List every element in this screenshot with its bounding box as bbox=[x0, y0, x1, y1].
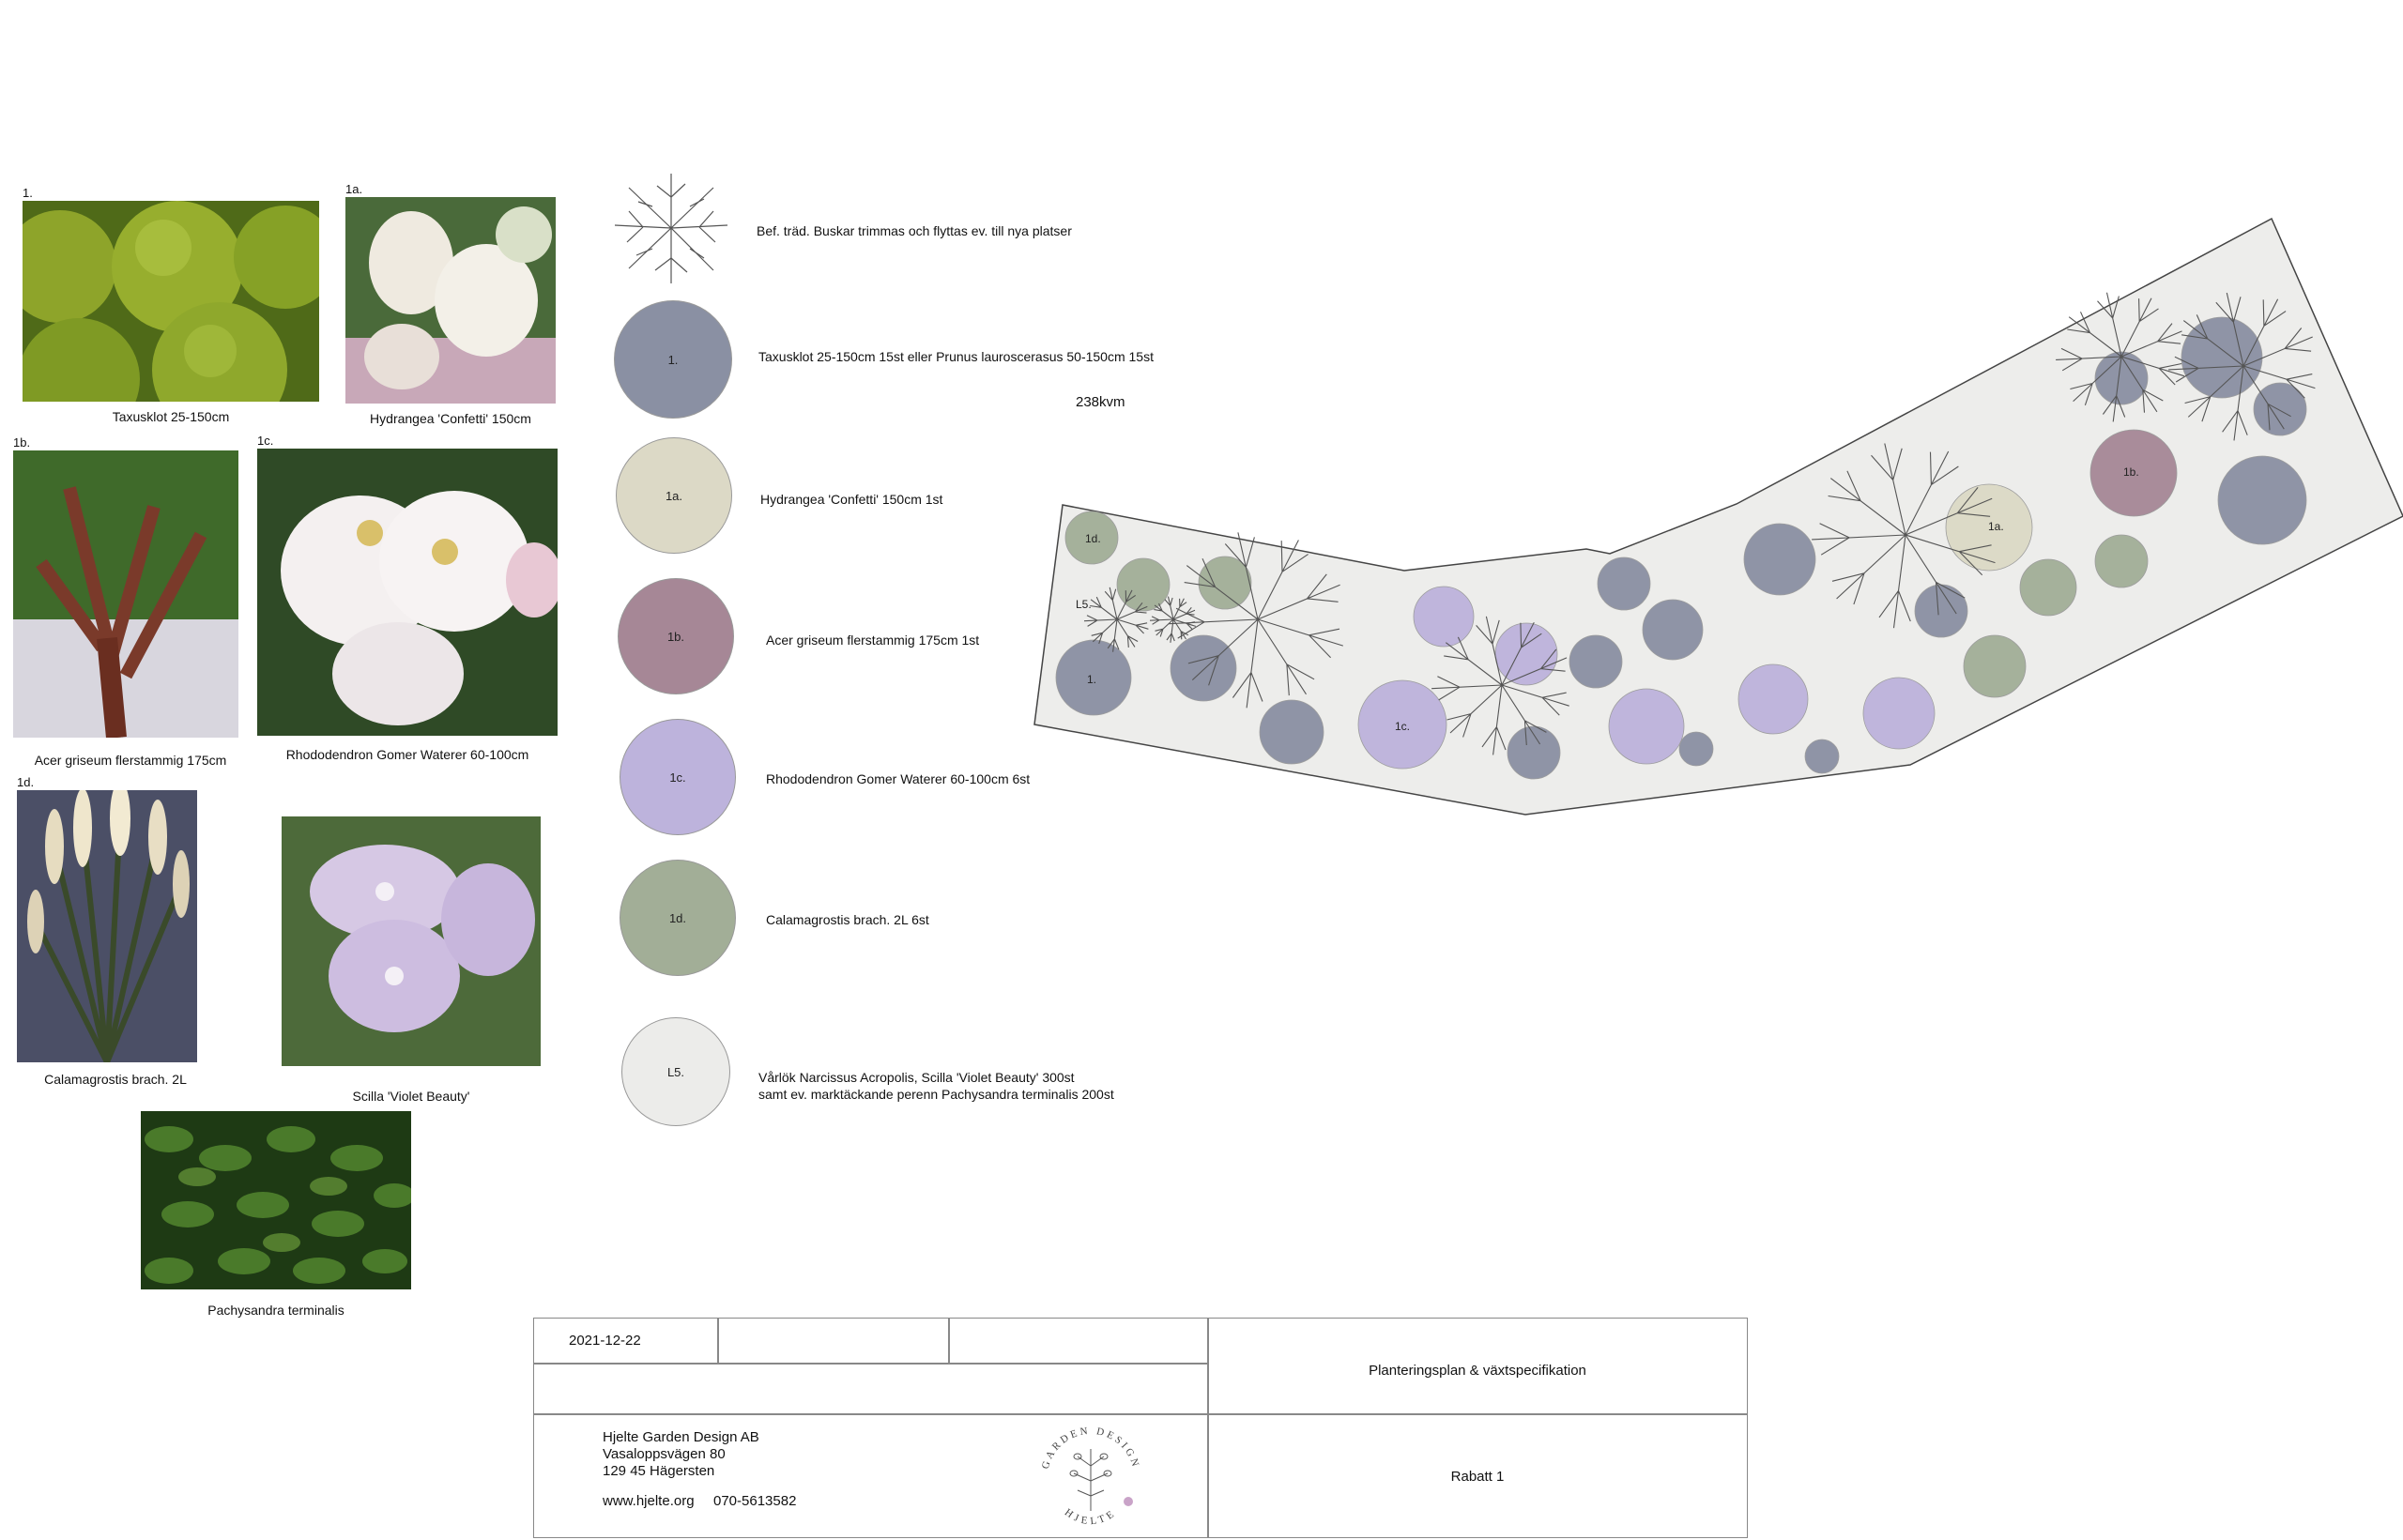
plan-label-l5: L5. bbox=[1076, 598, 1092, 611]
plan-label-1b: 1b. bbox=[2123, 465, 2139, 479]
photo-caption-1d: Calamagrostis brach. 2L bbox=[44, 1072, 187, 1087]
company-web: www.hjelte.org bbox=[603, 1493, 695, 1509]
legend-text-1b: Acer griseum flerstammig 175cm 1st bbox=[766, 633, 980, 648]
plan-label-1: 1. bbox=[1087, 673, 1096, 686]
plant-circle bbox=[2253, 382, 2307, 436]
plant-circle bbox=[1945, 483, 2033, 572]
legend-text-existing-tree: Bef. träd. Buskar trimmas och flyttas ev… bbox=[757, 223, 1072, 238]
plant-circle bbox=[1357, 679, 1447, 770]
legend-swatch-1b: 1b. bbox=[618, 578, 734, 694]
photo-taxus bbox=[23, 201, 319, 402]
photo-caption-1c: Rhododendron Gomer Waterer 60-100cm bbox=[285, 747, 529, 762]
legend-swatch-1c: 1c. bbox=[620, 719, 736, 835]
plant-circle bbox=[1743, 523, 1816, 596]
plant-circle bbox=[1055, 639, 1132, 716]
plant-circle bbox=[1507, 725, 1561, 780]
legend-swatch-1: 1. bbox=[614, 300, 732, 419]
plant-circle bbox=[1413, 586, 1475, 648]
plan-label-1a: 1a. bbox=[1988, 520, 2004, 533]
plant-circle bbox=[2217, 455, 2307, 545]
plant-circle bbox=[1116, 557, 1171, 612]
legend-text-1: Taxusklot 25-150cm 15st eller Prunus lau… bbox=[758, 349, 1154, 364]
plant-circle bbox=[1198, 556, 1252, 610]
title-block bbox=[533, 1318, 1748, 1538]
photo-label-1: 1. bbox=[23, 186, 33, 200]
photo-caption-pachysandra: Pachysandra terminalis bbox=[207, 1303, 344, 1318]
existing-tree bbox=[1149, 596, 1197, 643]
existing-tree bbox=[1431, 616, 1569, 755]
plant-circle bbox=[1608, 688, 1685, 765]
plan-label-1c: 1c. bbox=[1395, 720, 1410, 733]
plan-label-1d: 1d. bbox=[1085, 532, 1101, 545]
existing-tree bbox=[1083, 587, 1149, 652]
plant-circle bbox=[1494, 622, 1558, 686]
company-street: Vasaloppsvägen 80 bbox=[603, 1446, 726, 1462]
drawing-title: Planteringsplan & växtspecifikation bbox=[1369, 1363, 1586, 1379]
photo-label-1d: 1d. bbox=[17, 775, 35, 789]
plant-circle bbox=[1170, 634, 1237, 702]
legend-swatch-l5: L5. bbox=[621, 1017, 730, 1126]
plant-circle bbox=[2019, 558, 2077, 617]
legend-text-l5-line2: samt ev. marktäckande perenn Pachysandra… bbox=[758, 1087, 1114, 1102]
bed-outline bbox=[1033, 217, 2403, 816]
planting-plan: 1d. L5. 1. 1c. 1a. 1b. bbox=[1033, 217, 2403, 816]
photo-label-1c: 1c. bbox=[257, 434, 274, 448]
plant-circle bbox=[1914, 584, 1968, 638]
title-date: 2021-12-22 bbox=[569, 1333, 641, 1349]
existing-tree-symbol bbox=[610, 169, 732, 287]
legend-swatch-1a: 1a. bbox=[616, 437, 732, 554]
plant-circle bbox=[1963, 634, 2027, 698]
photo-scilla bbox=[282, 816, 541, 1066]
plant-circle bbox=[1804, 739, 1840, 774]
plant-circle bbox=[1569, 634, 1623, 689]
legend-swatch-1d: 1d. bbox=[620, 860, 736, 976]
plant-circle bbox=[1678, 731, 1714, 767]
drawing-subtitle: Rabatt 1 bbox=[1450, 1469, 1505, 1485]
legend-text-1d: Calamagrostis brach. 2L 6st bbox=[766, 912, 929, 927]
company-name: Hjelte Garden Design AB bbox=[603, 1429, 759, 1445]
photo-caption-1a: Hydrangea 'Confetti' 150cm bbox=[370, 411, 531, 426]
legend-text-1a: Hydrangea 'Confetti' 150cm 1st bbox=[760, 492, 943, 507]
plant-circle bbox=[1597, 557, 1651, 611]
photo-hydrangea bbox=[345, 197, 556, 404]
hjelte-logo: GARDEN DESIGN HJELTE bbox=[1033, 1419, 1149, 1535]
photo-calamagrostis bbox=[17, 790, 197, 1062]
plant-circle bbox=[2094, 534, 2149, 588]
plant-circle bbox=[1642, 599, 1704, 661]
photo-acer bbox=[13, 450, 238, 738]
plant-circle bbox=[1259, 699, 1324, 765]
plant-circle bbox=[1862, 677, 1936, 750]
photo-rhododendron bbox=[257, 449, 558, 736]
photo-caption-1: Taxusklot 25-150cm bbox=[112, 409, 230, 424]
photo-label-1a: 1a. bbox=[345, 182, 363, 196]
company-city: 129 45 Hägersten bbox=[603, 1463, 715, 1479]
existing-tree bbox=[2056, 292, 2185, 422]
plant-circle bbox=[2089, 429, 2178, 517]
legend-text-l5-line1: Vårlök Narcissus Acropolis, Scilla 'Viol… bbox=[758, 1070, 1075, 1085]
photo-label-1b: 1b. bbox=[13, 435, 31, 450]
existing-tree bbox=[1169, 532, 1343, 709]
plant-circle bbox=[1064, 511, 1119, 565]
photo-caption-1b: Acer griseum flerstammig 175cm bbox=[34, 753, 227, 768]
photo-pachysandra bbox=[141, 1111, 411, 1289]
photo-caption-scilla: Scilla 'Violet Beauty' bbox=[352, 1089, 470, 1104]
legend-text-1c: Rhododendron Gomer Waterer 60-100cm 6st bbox=[766, 771, 1031, 786]
existing-tree bbox=[1812, 443, 1996, 629]
area-size: 238kvm bbox=[1076, 394, 1125, 410]
plant-circle bbox=[2094, 351, 2149, 405]
existing-tree bbox=[2168, 292, 2316, 441]
company-phone: 070-5613582 bbox=[713, 1493, 797, 1509]
plant-circle bbox=[1737, 663, 1809, 735]
